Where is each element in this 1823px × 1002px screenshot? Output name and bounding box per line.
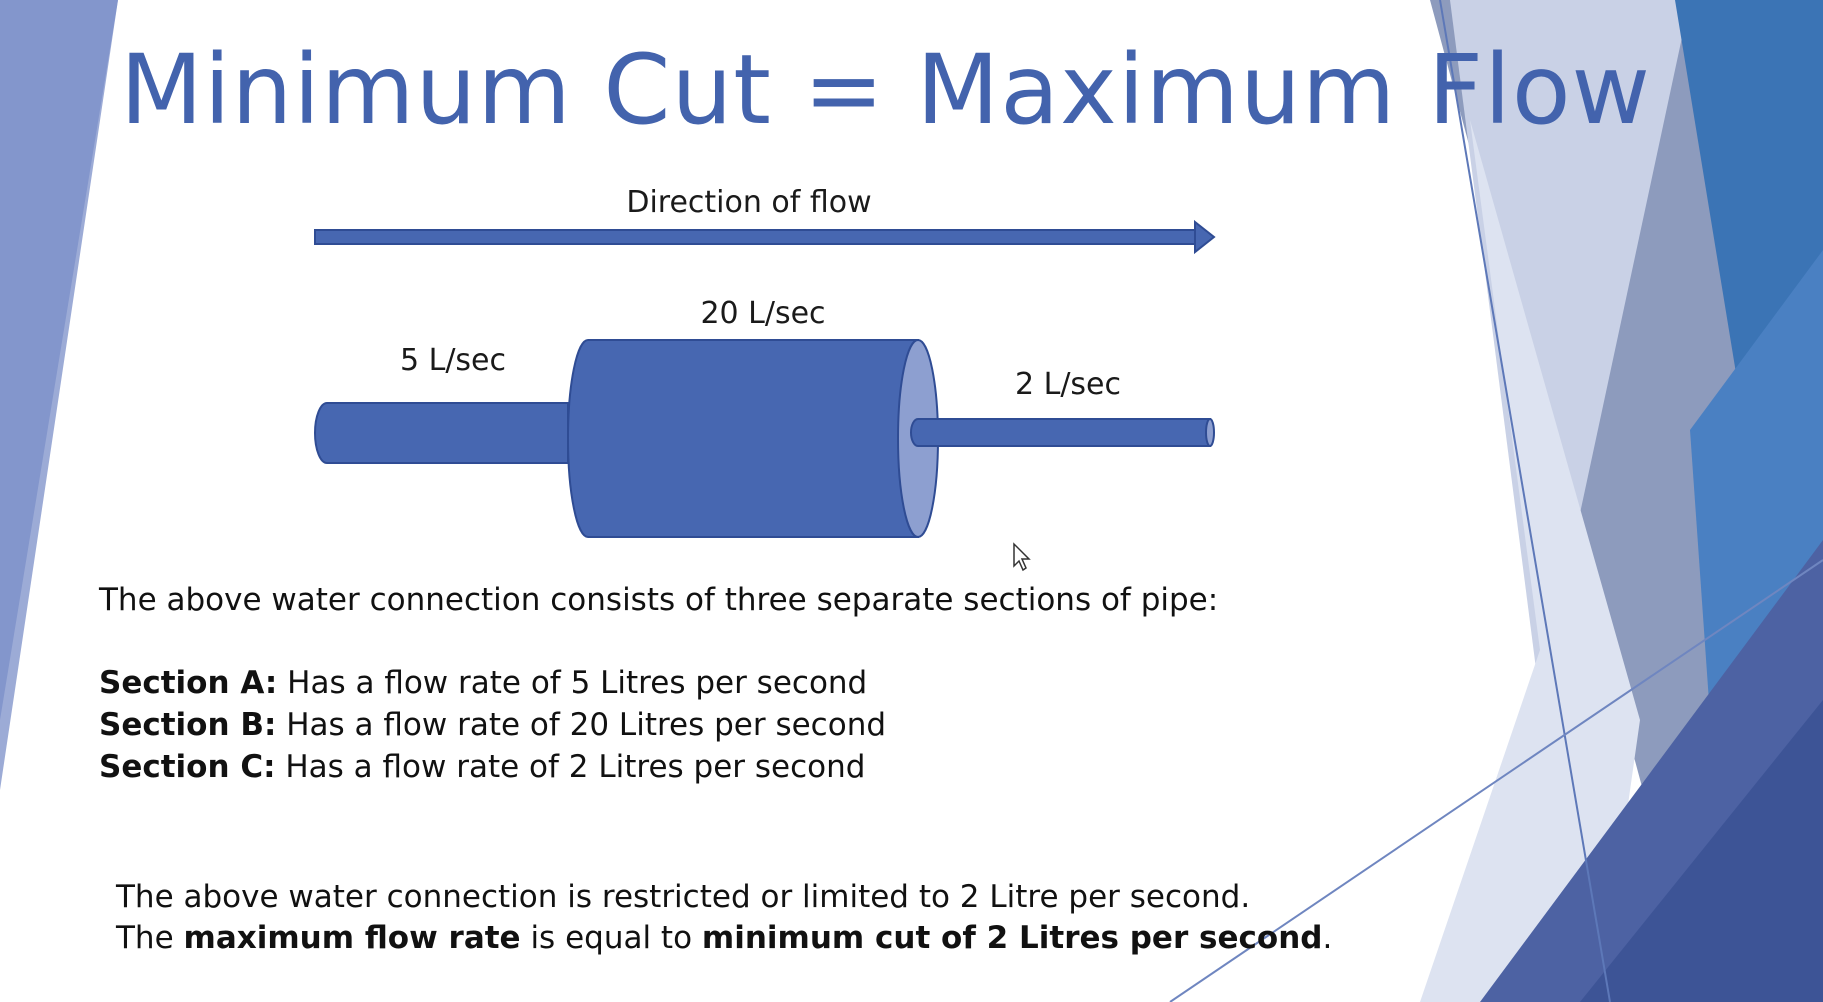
conclusion-min-cut: minimum cut of 2 Litres per second bbox=[701, 920, 1323, 956]
conclusion-max-flow: maximum flow rate bbox=[183, 920, 521, 956]
section-c-label: Section C: bbox=[99, 749, 276, 785]
conclusion-line-1: The above water connection is restricted… bbox=[116, 879, 1251, 915]
slide-title: Minimum Cut = Maximum Flow bbox=[120, 34, 1652, 146]
accent-line-1 bbox=[1439, 0, 1611, 1002]
pipe-a-label: 5 L/sec bbox=[400, 343, 506, 378]
section-c-text: Has a flow rate of 2 Litres per second bbox=[275, 749, 866, 785]
section-a-line: Section A: Has a flow rate of 5 Litres p… bbox=[99, 665, 867, 701]
section-b-text: Has a flow rate of 20 Litres per second bbox=[276, 707, 887, 743]
intro-text: The above water connection consists of t… bbox=[99, 582, 1219, 618]
section-a-text: Has a flow rate of 5 Litres per second bbox=[277, 665, 868, 701]
conclusion-part-2: is equal to bbox=[520, 920, 702, 956]
section-c-line: Section C: Has a flow rate of 2 Litres p… bbox=[99, 749, 865, 785]
pipe-section-a bbox=[314, 402, 569, 464]
section-b-label: Section B: bbox=[99, 707, 277, 743]
conclusion-part-1: The bbox=[116, 920, 184, 956]
right-panel-pale bbox=[1420, 120, 1640, 1002]
left-panel-dark bbox=[0, 0, 118, 790]
direction-arrow-icon bbox=[314, 219, 1216, 255]
pipe-section-c bbox=[910, 418, 1215, 447]
direction-label: Direction of flow bbox=[626, 185, 871, 220]
right-panel-light bbox=[1450, 0, 1690, 700]
pipe-b-label: 20 L/sec bbox=[700, 296, 825, 331]
mouse-cursor-icon bbox=[1013, 542, 1031, 572]
pipe-c-label: 2 L/sec bbox=[1015, 367, 1121, 402]
accent-line-2 bbox=[1169, 559, 1823, 1002]
right-panel-deep bbox=[1580, 700, 1823, 1002]
section-b-line: Section B: Has a flow rate of 20 Litres … bbox=[99, 707, 886, 743]
section-a-label: Section A: bbox=[99, 665, 278, 701]
pipe-section-b bbox=[567, 339, 939, 538]
conclusion-line-2: The maximum flow rate is equal to minimu… bbox=[116, 920, 1332, 956]
conclusion-part-3: . bbox=[1322, 920, 1333, 956]
